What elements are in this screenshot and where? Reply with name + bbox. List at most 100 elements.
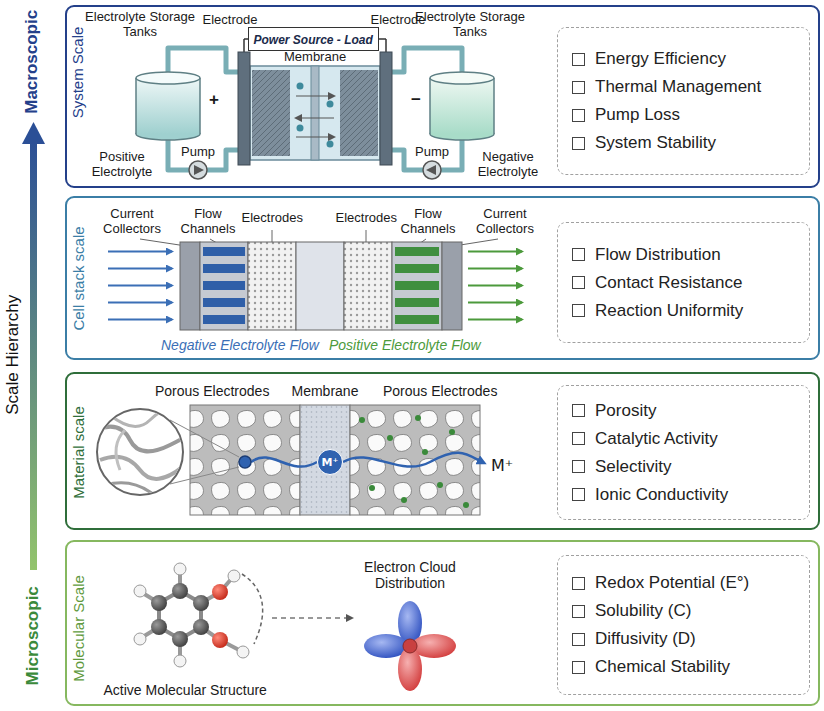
part-label: Positive Electrolyte	[82, 150, 162, 180]
part-label: Porous Electrodes	[383, 383, 497, 399]
flow-battery-part	[189, 161, 207, 179]
part-label: Current Collectors	[92, 207, 172, 237]
cell-stack-part	[395, 264, 439, 273]
part-label: Pump	[181, 145, 215, 160]
porous-material-part	[251, 457, 317, 466]
flow-label: Negative Electrolyte Flow	[161, 337, 319, 353]
checkbox	[572, 605, 585, 618]
scale-band: Cell stack scale Flow DistributionContact…	[65, 196, 820, 360]
cell-stack-part	[392, 242, 442, 330]
part-label: Active Molecular Structure	[104, 682, 267, 698]
flow-battery-part	[135, 78, 137, 134]
molecule-part	[151, 619, 167, 635]
molecule-part	[174, 563, 186, 575]
checklist-text: Pump Loss	[595, 105, 680, 125]
checklist-text: Energy Efficiency	[595, 49, 726, 69]
cell-stack-part	[395, 315, 439, 324]
flow-battery-part	[296, 95, 334, 96]
cell-stack-part	[203, 281, 245, 290]
porous-material-part	[401, 497, 407, 503]
molecule-part	[151, 595, 167, 611]
cell-stack-part	[140, 239, 186, 246]
hierarchy-arrow	[22, 122, 45, 570]
flow-battery-part	[430, 72, 494, 84]
ion-label: M⁺	[491, 457, 513, 475]
porous-material-part	[170, 467, 239, 484]
checklist-text: Porosity	[595, 401, 656, 421]
flow-battery-part	[430, 78, 494, 134]
checkbox	[572, 109, 585, 122]
scale-heading: Cell stack scale	[70, 226, 87, 330]
checklist-item: Selectivity	[572, 457, 795, 477]
cell-stack-part	[203, 247, 245, 256]
checkbox	[572, 460, 585, 473]
checklist-item: Energy Efficiency	[572, 49, 795, 69]
part-label: Membrane	[292, 383, 359, 399]
checklist-text: Ionic Conductivity	[595, 485, 728, 505]
checklist-item: Pump Loss	[572, 105, 795, 125]
checklist-item: Reaction Uniformity	[572, 301, 795, 321]
flow-battery-part	[199, 78, 201, 134]
checklist-item: Diffusivity (D)	[572, 629, 795, 649]
flow-battery-part	[493, 78, 495, 134]
flow-battery-part	[385, 39, 387, 52]
flow-battery-part	[168, 48, 238, 74]
porous-material-part	[343, 453, 484, 467]
cell-stack-part	[296, 242, 344, 330]
checkbox	[572, 432, 585, 445]
porous-material-part	[300, 405, 350, 515]
checklist-text: Selectivity	[595, 457, 672, 477]
cell-stack-part	[108, 268, 172, 270]
checklist-item: Porosity	[572, 401, 795, 421]
checkbox	[572, 81, 585, 94]
checklist-item: Catalytic Activity	[572, 429, 795, 449]
cell-stack-part	[108, 302, 172, 304]
checklist-item: Contact Resistance	[572, 273, 795, 293]
cell-stack-part	[108, 319, 172, 321]
flow-battery-part	[243, 39, 245, 52]
cell-stack-part	[203, 298, 245, 307]
molecule-part	[134, 633, 146, 645]
hierarchy-arrow-part	[22, 122, 45, 144]
part-label: Electrolyte Storage Tanks	[415, 10, 525, 40]
cell-stack-part	[468, 268, 522, 270]
checklist-text: Solubility (C)	[595, 601, 691, 621]
flow-battery-part	[429, 78, 431, 134]
flow-battery-part	[252, 70, 290, 156]
porous-material-part	[369, 485, 375, 491]
power-source-box: Power Source - Load	[248, 27, 379, 51]
porous-material-part	[239, 456, 251, 468]
checklist-item: Solubility (C)	[572, 601, 795, 621]
molecule-part	[212, 584, 228, 600]
checklist-item: Ionic Conductivity	[572, 485, 795, 505]
checklist-text: Reaction Uniformity	[595, 301, 743, 321]
porous-material-part	[96, 409, 193, 498]
scale-heading: Material scale	[69, 406, 86, 499]
checklist-box: PorosityCatalytic ActivitySelectivityIon…	[557, 385, 810, 520]
flow-battery-part	[250, 66, 380, 160]
polarity-sign: −	[411, 90, 421, 110]
cell-stack-part	[203, 315, 245, 324]
molecule-part	[228, 570, 240, 582]
cell-stack-part	[395, 298, 439, 307]
checklist-item: Chemical Stability	[572, 657, 795, 677]
scale-end-label: Microscopic	[22, 586, 42, 685]
checklist-item: Thermal Management	[572, 77, 795, 97]
checklist-text: System Stability	[595, 133, 716, 153]
porous-material-part	[463, 502, 469, 508]
checklist-text: Chemical Stability	[595, 657, 730, 677]
flow-battery-part	[296, 136, 334, 137]
cell-stack-part	[248, 242, 296, 330]
checkbox	[572, 661, 585, 674]
porous-material-part	[415, 415, 421, 421]
checkbox	[572, 304, 585, 317]
scale-heading: System Scale	[69, 26, 86, 118]
cell-stack-part	[468, 251, 522, 253]
porous-material	[96, 405, 484, 515]
cell-stack-part	[344, 242, 392, 330]
electron-orbital-part	[398, 647, 422, 691]
checklist-box: Flow DistributionContact ResistanceReact…	[557, 222, 810, 343]
flow-battery-part	[327, 141, 334, 148]
checkbox	[572, 248, 585, 261]
